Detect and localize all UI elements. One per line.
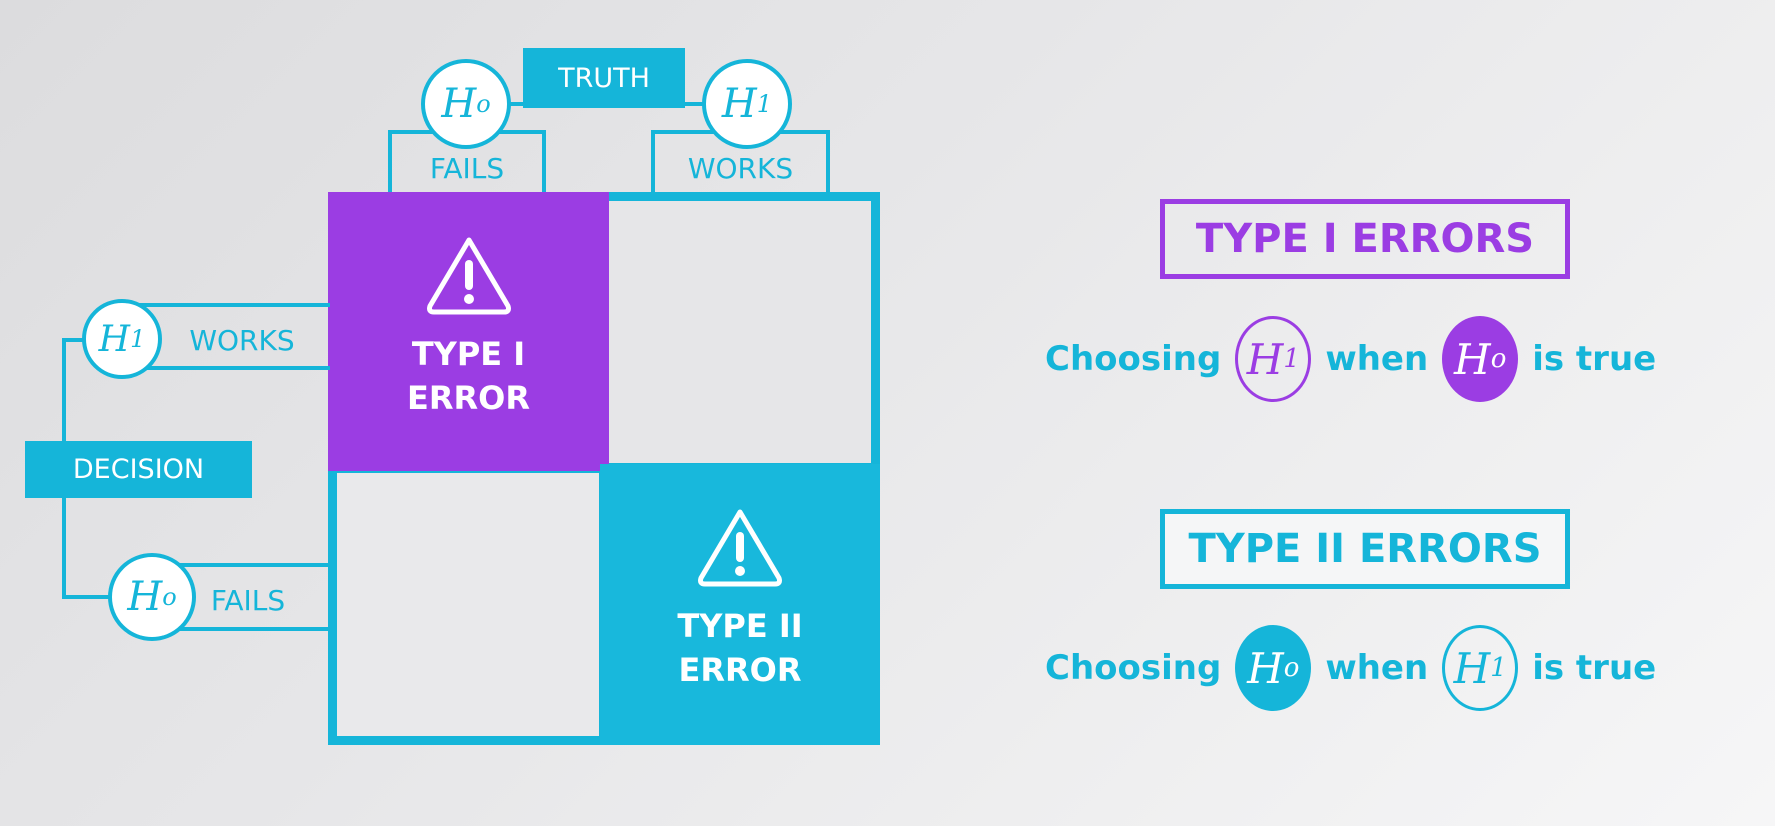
- bottom-left-cell: [328, 464, 608, 745]
- h-sub: o: [1283, 653, 1300, 683]
- type2-line2: ERROR: [678, 651, 802, 689]
- h0-symbol: H: [127, 574, 163, 620]
- h-symbol: H: [1454, 334, 1491, 384]
- type1-line1: TYPE I: [411, 335, 526, 373]
- choosing-text: Choosing: [1045, 648, 1222, 688]
- type2-line1: TYPE II: [677, 607, 803, 645]
- left-fails-label: FAILS: [210, 583, 286, 617]
- decision-h0-stub: [62, 595, 122, 599]
- type1-errors-title: TYPE I ERRORS: [1160, 199, 1570, 279]
- when-text: when: [1325, 648, 1429, 688]
- h0-symbol: H: [441, 81, 477, 127]
- h-symbol: H: [1453, 643, 1491, 693]
- h-sub: 1: [1490, 653, 1507, 683]
- h1-sub: 1: [756, 90, 773, 118]
- top-fails-label: FAILS: [429, 151, 505, 185]
- h1-sub: 1: [130, 325, 146, 353]
- type2-error-cell: TYPE II ERROR: [600, 464, 880, 745]
- top-works-label: WORKS: [687, 151, 794, 185]
- type1-line2: ERROR: [407, 379, 530, 417]
- is-true-text: is true: [1532, 648, 1657, 688]
- type1-error-cell: TYPE I ERROR: [328, 192, 609, 471]
- when-text: when: [1325, 339, 1429, 379]
- truth-label: TRUTH: [523, 48, 685, 108]
- h-sub: o: [1490, 344, 1507, 374]
- left-fails-bracket: [160, 563, 330, 631]
- is-true-text: is true: [1532, 339, 1657, 379]
- h-sub: 1: [1283, 344, 1300, 374]
- h0-sub: o: [162, 583, 177, 611]
- top-right-cell: [600, 192, 880, 472]
- left-works-label: WORKS: [189, 323, 295, 357]
- h1-symbol: H: [98, 318, 131, 360]
- warning-icon: [427, 237, 511, 315]
- choosing-text: Choosing: [1045, 339, 1222, 379]
- h-symbol: H: [1246, 334, 1284, 384]
- h1-symbol: H: [721, 81, 757, 127]
- left-works-bracket: [136, 303, 330, 370]
- decision-label: DECISION: [25, 441, 252, 498]
- h0-sub: o: [476, 90, 491, 118]
- type2-errors-title: TYPE II ERRORS: [1160, 509, 1570, 589]
- h-symbol: H: [1247, 643, 1284, 693]
- warning-icon: [698, 509, 782, 587]
